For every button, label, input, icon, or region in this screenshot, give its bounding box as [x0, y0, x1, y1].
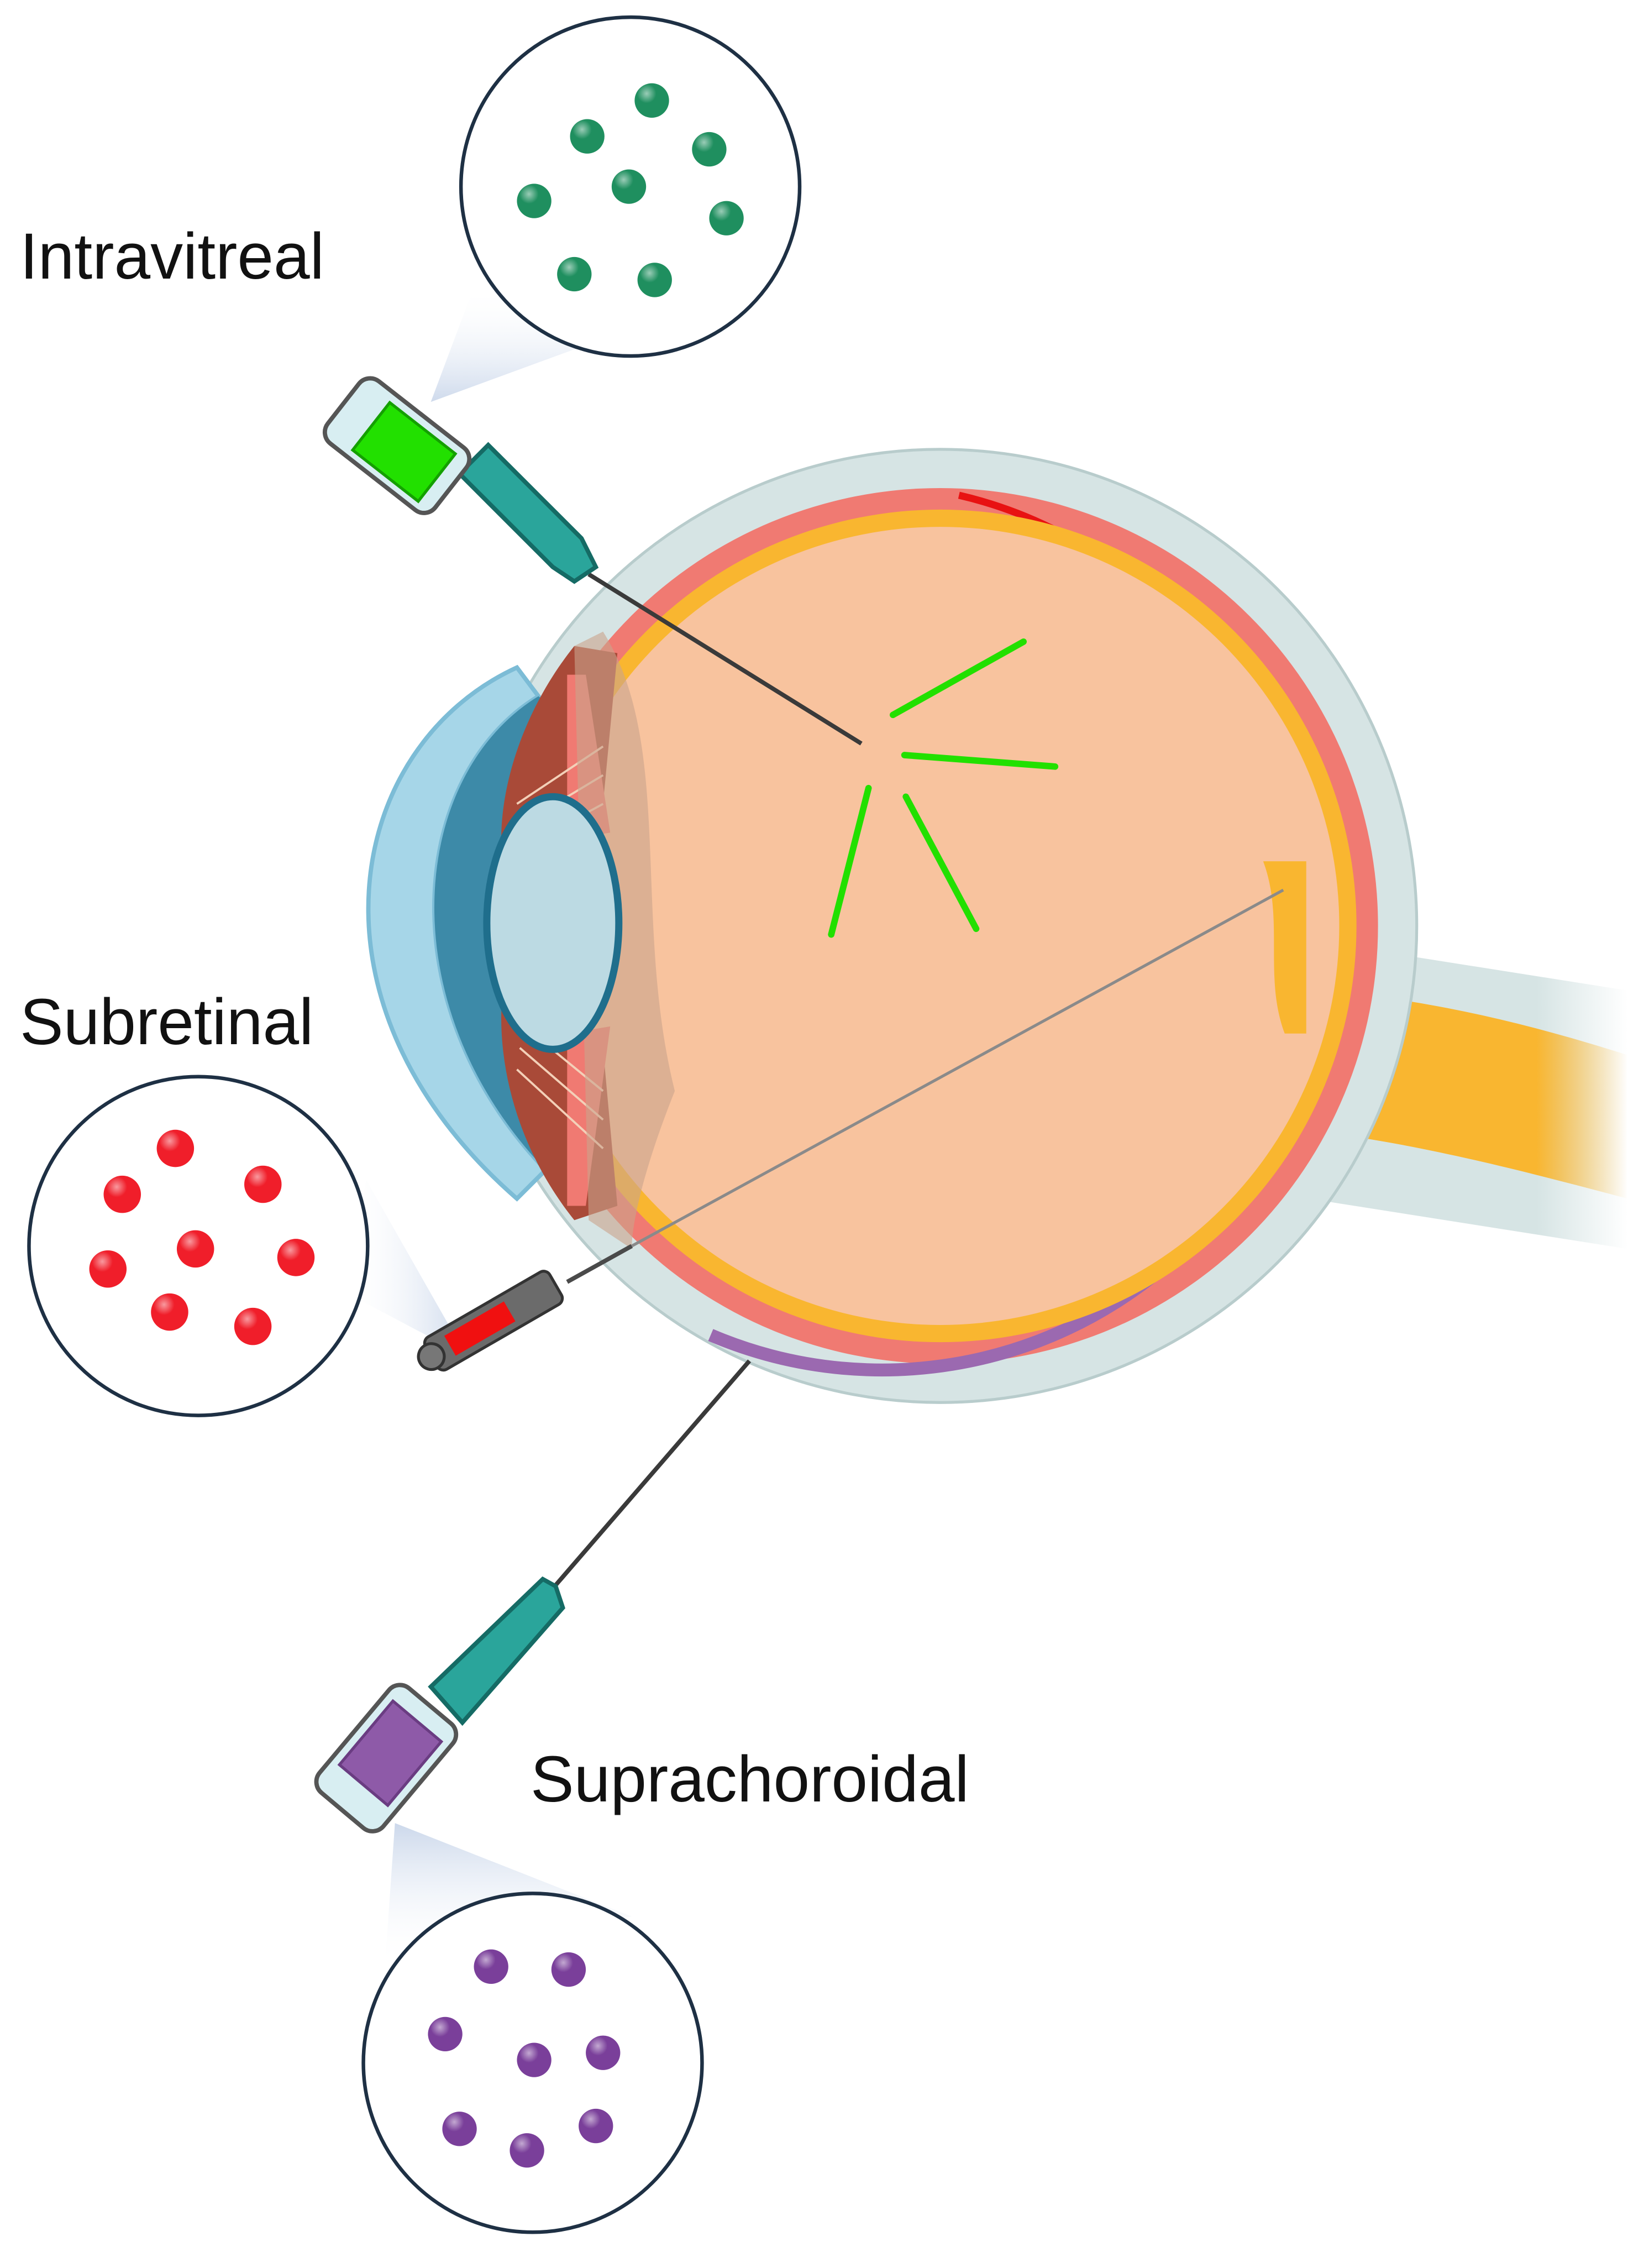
suprachoroidal-drug-fill: [337, 1699, 444, 1808]
lens: [483, 793, 623, 1053]
drug-particle-highlight: [517, 184, 552, 218]
drug-particle-highlight: [611, 169, 647, 204]
suprachoroidal-needle-hub: [428, 1576, 565, 1726]
suprachoroidal-label: Suprachoroidal: [531, 1743, 969, 1816]
subretinal-needle-shaft: [566, 1244, 633, 1284]
intravitreal-needle-hub: [456, 442, 599, 584]
intravitreal-needle-shaft: [587, 572, 863, 746]
drug-particle-highlight: [557, 256, 592, 292]
drug-particle-highlight: [277, 1239, 315, 1276]
vitreous-shadow: [574, 631, 675, 1249]
drug-particle-highlight: [234, 1307, 272, 1345]
drug-particle-highlight: [151, 1293, 188, 1331]
drug-particle-highlight: [510, 2133, 544, 2168]
drug-particle-highlight: [570, 119, 605, 154]
intravitreal-label: Intravitreal: [20, 220, 324, 293]
drug-particle-highlight: [517, 2042, 552, 2077]
suprachoroidal-syringe: [314, 1359, 752, 1834]
subretinal-syringe: [417, 1244, 633, 1372]
subretinal-drug-fill: [444, 1301, 516, 1356]
suprachoroidal-particle-inset: [361, 1892, 704, 2234]
subretinal-magnifier-cone: [344, 1180, 467, 1357]
intravitreal-syringe: [322, 376, 863, 746]
suprachoroidal-needle-shaft: [547, 1359, 752, 1595]
drug-particle-highlight: [692, 132, 727, 167]
anterior-segment: [366, 631, 675, 1249]
drug-particle-highlight: [89, 1250, 127, 1288]
intravitreal-drug-fill: [350, 400, 458, 504]
drug-particle-highlight: [709, 201, 744, 235]
vitreous-body: [541, 527, 1340, 1325]
needle-track-line: [631, 888, 1284, 1248]
drug-particle-highlight: [103, 1175, 141, 1213]
intravitreal-particle-inset: [459, 15, 802, 358]
subretinal-particle-inset: [27, 1075, 370, 1417]
subretinal-plunger: [417, 1342, 446, 1371]
drug-particle-highlight: [428, 2016, 463, 2052]
drug-particle-highlight: [637, 263, 672, 297]
drug-particle-highlight: [156, 1129, 195, 1167]
eye-globe: [462, 448, 1419, 1404]
drug-particle-highlight: [244, 1165, 282, 1203]
subretinal-label: Subretinal: [20, 986, 314, 1059]
drug-particle-highlight: [442, 2112, 477, 2146]
drug-particle-highlight: [474, 1949, 508, 1984]
drug-particle-highlight: [176, 1230, 214, 1268]
drug-particle-highlight: [551, 1952, 586, 1987]
intravitreal-drug-dispersion: [828, 638, 1059, 938]
drug-particle-highlight: [579, 2108, 613, 2144]
optic-disc: [1263, 861, 1306, 1034]
drug-particle-highlight: [634, 83, 669, 118]
drug-particle-highlight: [586, 2035, 621, 2070]
